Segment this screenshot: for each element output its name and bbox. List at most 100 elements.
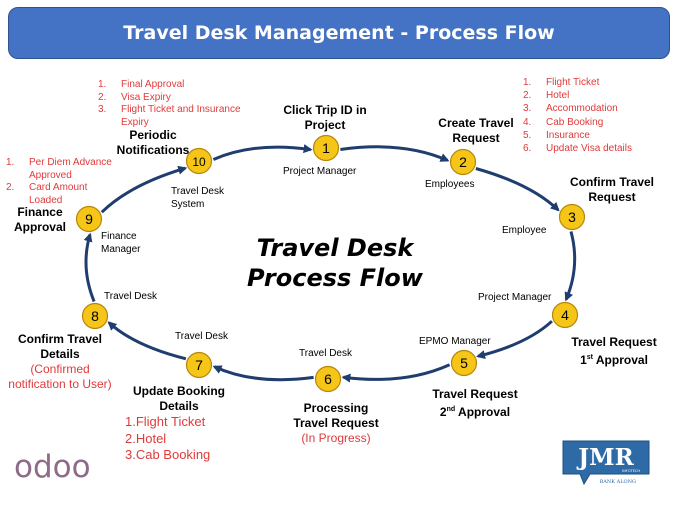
step-5-title-line2: 2nd Approval xyxy=(439,405,511,419)
request-item: 5.Insurance xyxy=(523,129,673,142)
booking-details-list: 1.Flight Ticket 2.Hotel 3.Cab Booking xyxy=(125,414,210,464)
step-10-title: Periodic Notifications xyxy=(106,128,200,158)
step-1-title-line2: Project xyxy=(304,118,346,132)
step-node-circle xyxy=(450,349,478,377)
step-10-actor-line2: System xyxy=(171,199,205,210)
step-10-actor: Travel Desk System xyxy=(171,185,224,211)
notification-item-number: 2. xyxy=(98,91,107,103)
jmr-logo-bubble xyxy=(562,440,650,486)
notification-items-list: 1. Final Approval 2. Visa Expiry 3. Flight … xyxy=(98,79,258,129)
step-node-9: 9 xyxy=(75,205,103,233)
step-3-title: Confirm Travel Request xyxy=(560,175,664,205)
request-item: 2. Hotel xyxy=(523,89,673,102)
jmr-logo: JMR INFOTECH BANK ALONG xyxy=(562,440,650,486)
step-8-title: Confirm Travel Details (Confirmed notifi… xyxy=(4,332,116,392)
step-2-title: Create Travel Request xyxy=(426,116,526,146)
step-5-title-line1: Travel Request xyxy=(432,387,518,401)
step-10-actor-line1: Travel Desk xyxy=(171,186,224,197)
flow-arrow xyxy=(476,320,553,359)
step-5-actor: EPMO Manager xyxy=(419,336,491,347)
request-item-number: 6. xyxy=(523,143,532,155)
step-node-number: 9 xyxy=(85,211,93,227)
step-4-title: Travel Request 1st Approval xyxy=(562,335,666,368)
step-2-actor: Employees xyxy=(425,179,475,190)
step-8-note-line1: (Confirmed xyxy=(30,362,90,376)
flow-arrow xyxy=(83,232,96,303)
step-7-actor: Travel Desk xyxy=(175,331,228,342)
step-node-6: 6 xyxy=(314,365,342,393)
step-node-number: 2 xyxy=(459,154,467,170)
request-item-number: 4. xyxy=(523,116,532,128)
step-node-circle xyxy=(314,365,342,393)
notification-item-number: 1. xyxy=(98,79,107,90)
center-title-line1: Travel Desk xyxy=(256,234,414,262)
step-10-title-line1: Periodic xyxy=(129,128,177,142)
step-4-title-line2: 1st Approval xyxy=(580,353,648,367)
step-node-number: 6 xyxy=(324,371,332,387)
step-node-circle xyxy=(185,351,213,379)
step-node-number: 5 xyxy=(460,355,468,371)
finance-item-text-line2: Approved xyxy=(29,169,72,181)
request-item-text: Update Visa details xyxy=(546,143,632,155)
step-node-circle xyxy=(75,205,103,233)
step-7-title-line1: Update Booking xyxy=(133,384,225,398)
step-6-actor: Travel Desk xyxy=(299,348,352,359)
finance-item-number: 2. xyxy=(6,182,15,194)
step-5-ordinal-suffix: nd xyxy=(446,406,456,413)
step-1-actor: Project Manager xyxy=(283,166,357,177)
flow-arrow xyxy=(475,167,560,212)
step-10-title-line2: Notifications xyxy=(116,143,190,157)
step-9-title-line2: Approval xyxy=(13,220,66,234)
finance-item-number: 1. xyxy=(6,157,15,168)
notification-item-text-line2: Expiry xyxy=(121,116,149,128)
step-8-actor: Travel Desk xyxy=(104,291,157,302)
step-8-note-line2: notification to User) xyxy=(8,377,112,391)
page-title-banner: Travel Desk Management - Process Flow xyxy=(8,7,670,59)
request-item: 6. Update Visa details xyxy=(523,142,673,155)
step-7-title-line2: Details xyxy=(159,399,199,413)
step-node-7: 7 xyxy=(185,351,213,379)
notification-item: 1. Final Approval xyxy=(98,79,258,92)
step-2-title-line1: Create Travel xyxy=(438,116,514,130)
step-3-title-line2: Request xyxy=(588,190,636,204)
step-node-number: 8 xyxy=(91,308,99,324)
step-node-circle xyxy=(558,203,586,231)
flow-arrow xyxy=(212,365,314,382)
request-item: 4.Cab Booking xyxy=(523,116,673,129)
step-5-title: Travel Request 2nd Approval xyxy=(420,387,530,420)
flow-arrow xyxy=(341,363,451,383)
step-8-title-line1: Confirm Travel xyxy=(17,332,103,346)
step-9-actor: Finance Manager xyxy=(101,230,140,256)
notification-item-text: Visa Expiry xyxy=(121,91,171,103)
booking-item: 3.Cab Booking xyxy=(125,447,211,462)
step-3-title-line1: Confirm Travel xyxy=(569,175,655,189)
step-4-title-line1: Travel Request xyxy=(571,335,657,349)
step-6-note: (In Progress) xyxy=(301,431,371,445)
notification-item-number: 3. xyxy=(98,104,107,116)
notification-item-text: Final Approval xyxy=(121,79,185,90)
flow-arrow xyxy=(212,144,313,161)
request-item-text: Hotel xyxy=(546,90,570,102)
request-item: 3.Accommodation xyxy=(523,102,673,115)
step-8-title-line2: Details xyxy=(40,347,80,361)
step-node-number: 10 xyxy=(192,155,206,169)
flow-arrow xyxy=(107,321,187,361)
step-node-circle xyxy=(551,301,579,329)
step-node-circle xyxy=(185,147,213,175)
create-request-items-list: 1.Flight Ticket 2.Hotel 3.Accommodation … xyxy=(523,76,673,155)
step-1-title-line1: Click Trip ID in xyxy=(283,103,367,117)
step-node-circle xyxy=(312,134,340,162)
request-item-number: 2. xyxy=(523,90,532,102)
step-node-number: 1 xyxy=(322,140,330,156)
notification-item-text-line1: Flight Ticket and Insurance xyxy=(121,104,241,116)
step-node-3: 3 xyxy=(558,203,586,231)
jmr-logo-sub: INFOTECH xyxy=(622,469,640,473)
odoo-logo: odoo xyxy=(14,450,91,484)
step-node-5: 5 xyxy=(450,349,478,377)
